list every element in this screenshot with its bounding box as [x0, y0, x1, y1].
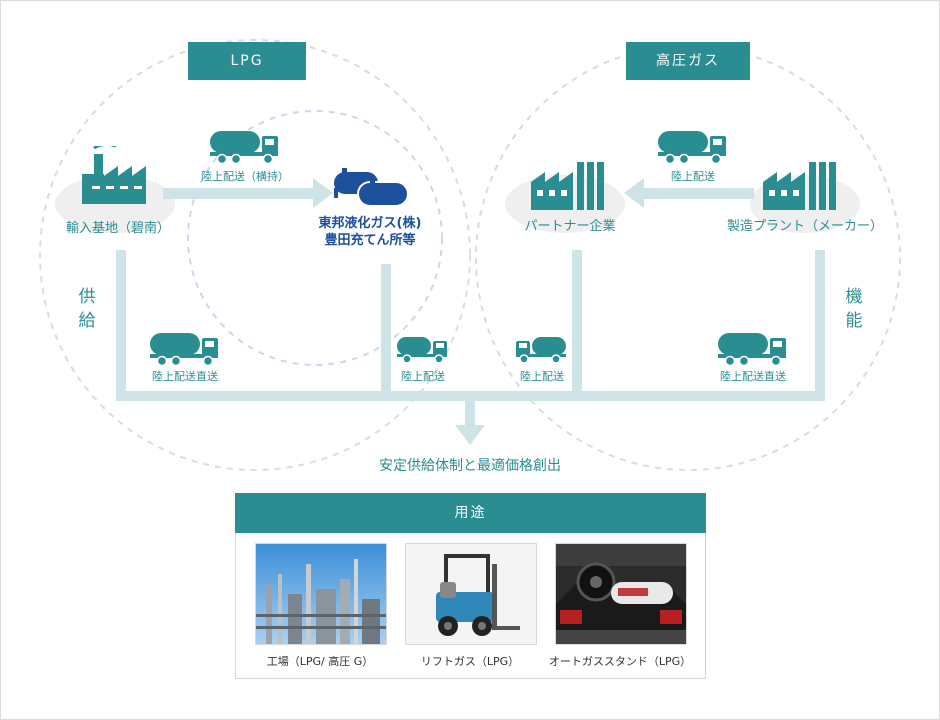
toho-label-line1: 東邦液化ガス(株) — [318, 216, 422, 231]
import-factory-icon — [82, 146, 146, 204]
usage-caption-factory: 工場（LPG/ 高圧 G） — [266, 655, 374, 668]
import-base-label: 輸入基地（碧南） — [65, 221, 170, 236]
arrowhead-down — [455, 425, 485, 445]
autogas-photo — [555, 543, 687, 645]
side-label-supply: 供 給 — [77, 285, 97, 333]
toho-circle — [187, 110, 443, 366]
plant-label: 製造プラント（メーカー） — [726, 219, 883, 234]
truck-icon-direct-right — [718, 333, 786, 366]
truck-icon-mid-right — [516, 337, 566, 364]
partner-factory-icon — [531, 162, 604, 210]
side-label-function: 機 能 — [844, 285, 864, 333]
storage-tank-icon — [334, 168, 409, 207]
transport-label-top-right: 陸上配送 — [671, 170, 715, 183]
factory-photo-image — [256, 544, 386, 644]
toho-label-line2: 豊田充てん所等 — [324, 233, 416, 248]
usage-caption-forklift: リフトガス（LPG） — [420, 655, 520, 668]
flow-partner-vertical — [572, 250, 582, 400]
truck-icon-mid-left — [397, 337, 447, 364]
transport-label-direct-left: 陸上配送直送 — [152, 370, 218, 383]
transport-label-mid-left: 陸上配送 — [401, 370, 445, 383]
transport-label-mid-right: 陸上配送 — [520, 370, 564, 383]
transport-label-direct-right: 陸上配送直送 — [720, 370, 786, 383]
forklift-photo — [405, 543, 537, 645]
arrowhead-left — [624, 178, 644, 208]
arrowhead-right — [313, 178, 333, 208]
side-label-supply-char: 供 — [78, 287, 96, 307]
truck-icon-top-right — [658, 131, 726, 164]
flow-plant-vertical — [815, 250, 825, 400]
truck-icon-yokomochi — [210, 131, 278, 164]
side-label-function-char: 機 — [845, 287, 863, 307]
lpg-circle — [39, 39, 471, 471]
flow-import-to-toho — [163, 188, 318, 199]
flow-left-vertical — [116, 250, 126, 400]
usage-title: 用途 — [235, 493, 706, 533]
factory-photo — [255, 543, 387, 645]
flow-down-stem — [465, 401, 475, 427]
transport-label-yokomochi: 陸上配送（横持） — [201, 170, 289, 183]
tag-high-pressure-gas: 高圧ガス — [626, 42, 750, 80]
goal-label: 安定供給体制と最適価格創出 — [379, 458, 561, 474]
flow-toho-vertical — [381, 264, 391, 400]
forklift-photo-image — [406, 544, 536, 644]
partner-label: パートナー企業 — [524, 219, 616, 234]
usage-caption-autogas: オートガススタンド（LPG） — [548, 655, 692, 668]
flow-horizontal — [116, 391, 825, 401]
autogas-photo-image — [556, 544, 686, 644]
flow-plant-to-partner — [642, 188, 754, 199]
side-label-function-char: 能 — [845, 311, 863, 331]
side-label-supply-char: 給 — [78, 311, 96, 331]
tag-lpg: LPG — [188, 42, 306, 80]
plant-factory-icon — [763, 162, 836, 210]
truck-icon-direct-left — [150, 333, 218, 366]
high-pressure-circle — [475, 45, 901, 471]
